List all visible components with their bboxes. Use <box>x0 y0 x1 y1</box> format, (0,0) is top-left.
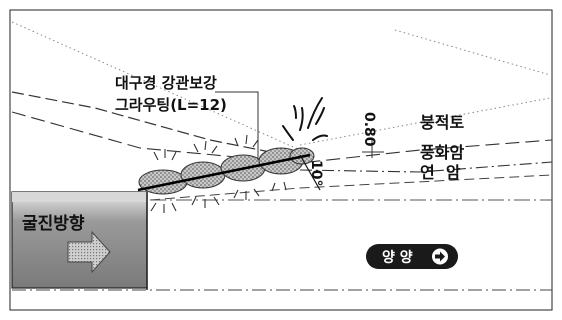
arrow-circle-icon <box>432 248 448 265</box>
burst-marks <box>282 97 328 141</box>
angle-label: 10° <box>308 160 324 186</box>
layer-label-soft-rock: 연 암 <box>420 163 461 182</box>
tunnel-face-block <box>11 191 148 290</box>
layer-label-weathered-rock: 풍화암 <box>420 143 464 162</box>
badge-label: 양 양 <box>382 250 413 266</box>
frame-border <box>9 9 553 311</box>
callout-leader <box>215 91 259 160</box>
callout-line-2: 그라우팅(L=12) <box>115 96 227 114</box>
direction-badge[interactable]: 양 양 <box>366 244 458 269</box>
reinforcement-pipe <box>137 153 311 192</box>
fill-soil-boundary <box>11 91 301 159</box>
soft-rock-boundary <box>299 161 553 173</box>
angle-guide <box>299 154 321 191</box>
depth-dimension <box>362 138 384 158</box>
top-dotted-lines <box>11 21 551 151</box>
layer-label-fill: 붕적토 <box>420 113 464 132</box>
lower-dashed-line <box>149 174 553 201</box>
depth-label: 0.80 <box>361 112 377 147</box>
callout-line-1: 대구경 강관보강 <box>115 74 217 92</box>
tunnel-direction-arrow <box>67 230 111 274</box>
grout-splay-marks <box>150 134 287 213</box>
tunnel-direction-label: 굴진방향 <box>22 213 85 234</box>
